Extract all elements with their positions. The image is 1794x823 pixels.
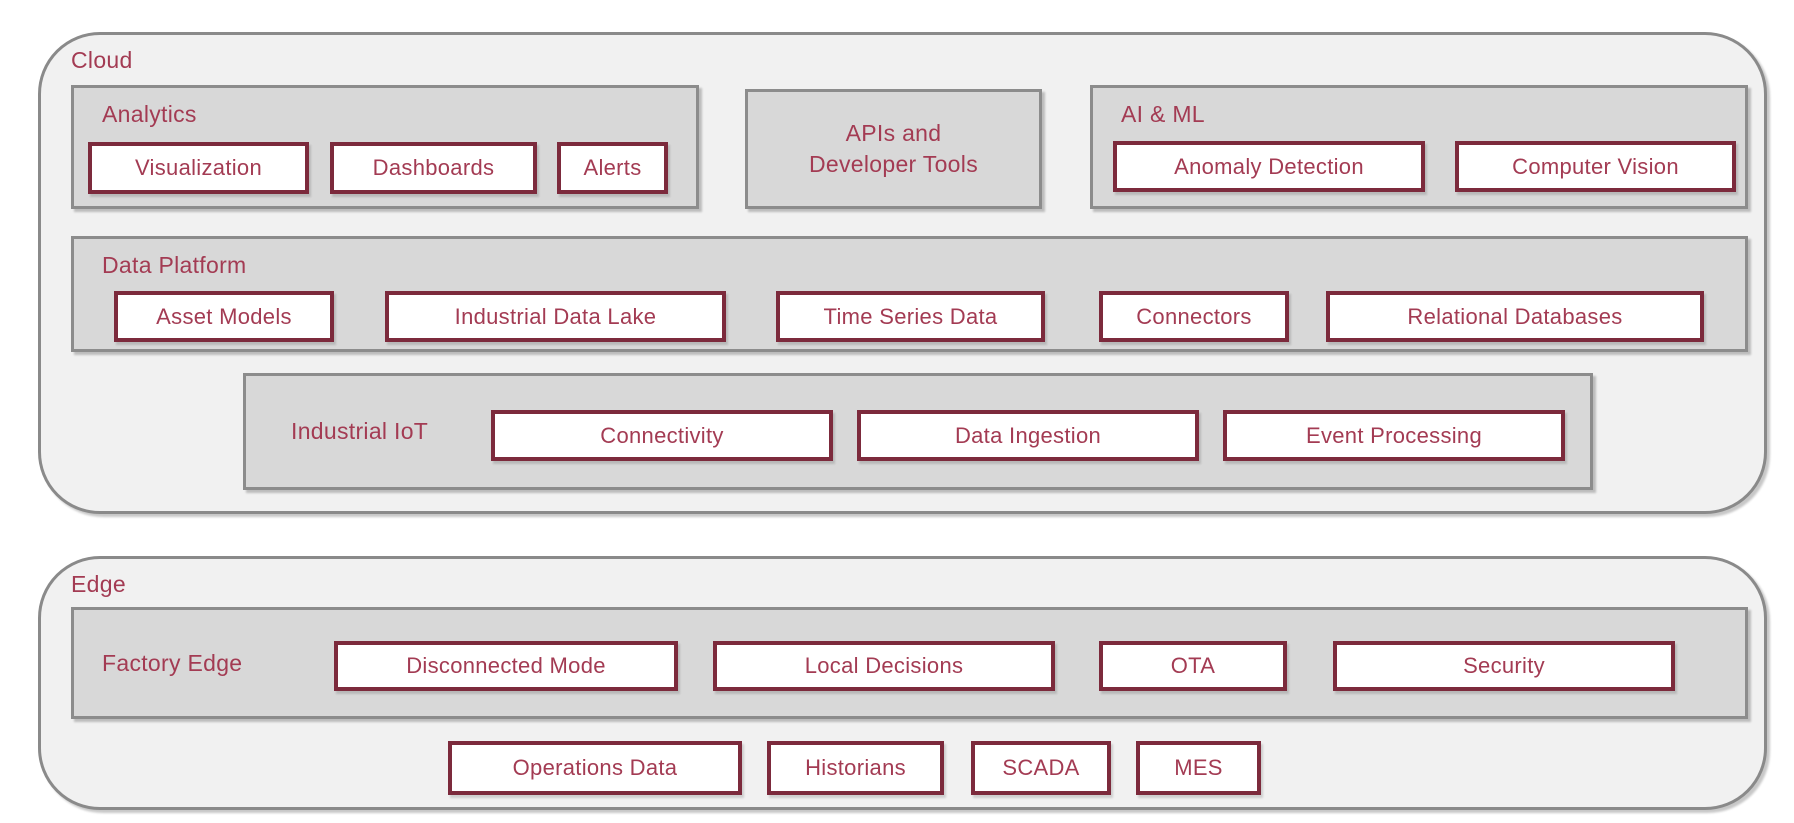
zone-edge: Edge Factory Edge Disconnected Mode Loca… bbox=[38, 556, 1767, 810]
node-asset-models: Asset Models bbox=[114, 291, 334, 342]
group-analytics-label: Analytics bbox=[102, 101, 197, 127]
group-factory-edge-label: Factory Edge bbox=[102, 649, 243, 676]
node-historians: Historians bbox=[767, 741, 944, 795]
node-connectivity: Connectivity bbox=[491, 410, 833, 461]
zone-cloud-label: Cloud bbox=[71, 47, 133, 73]
group-data-platform-label: Data Platform bbox=[102, 252, 247, 278]
group-data-platform: Data Platform Asset Models Industrial Da… bbox=[71, 236, 1748, 352]
node-operations-data: Operations Data bbox=[448, 741, 742, 795]
node-ota: OTA bbox=[1099, 641, 1287, 691]
group-industrial-iot-label: Industrial IoT bbox=[291, 418, 429, 444]
node-alerts: Alerts bbox=[557, 142, 668, 194]
node-industrial-data-lake: Industrial Data Lake bbox=[385, 291, 726, 342]
node-disconnected-mode: Disconnected Mode bbox=[334, 641, 678, 691]
node-connectors: Connectors bbox=[1099, 291, 1289, 342]
node-mes: MES bbox=[1136, 741, 1261, 795]
group-factory-edge: Factory Edge Disconnected Mode Local Dec… bbox=[71, 607, 1748, 719]
group-analytics: Analytics Visualization Dashboards Alert… bbox=[71, 85, 699, 209]
node-scada: SCADA bbox=[971, 741, 1111, 795]
zone-edge-label: Edge bbox=[71, 571, 126, 597]
zone-cloud: Cloud Analytics Visualization Dashboards… bbox=[38, 32, 1767, 514]
node-local-decisions: Local Decisions bbox=[713, 641, 1055, 691]
node-data-ingestion: Data Ingestion bbox=[857, 410, 1199, 461]
group-ai-ml-label: AI & ML bbox=[1121, 101, 1205, 127]
node-relational-databases: Relational Databases bbox=[1326, 291, 1704, 342]
node-anomaly-detection: Anomaly Detection bbox=[1113, 141, 1425, 192]
group-apis-developer-tools: APIs and Developer Tools bbox=[745, 89, 1042, 209]
node-dashboards: Dashboards bbox=[330, 142, 537, 194]
node-security: Security bbox=[1333, 641, 1675, 691]
node-event-processing: Event Processing bbox=[1223, 410, 1565, 461]
node-visualization: Visualization bbox=[88, 142, 309, 194]
node-computer-vision: Computer Vision bbox=[1455, 141, 1736, 192]
group-ai-ml: AI & ML Anomaly Detection Computer Visio… bbox=[1090, 85, 1748, 209]
node-time-series-data: Time Series Data bbox=[776, 291, 1045, 342]
group-industrial-iot: Industrial IoT Connectivity Data Ingesti… bbox=[243, 373, 1593, 490]
